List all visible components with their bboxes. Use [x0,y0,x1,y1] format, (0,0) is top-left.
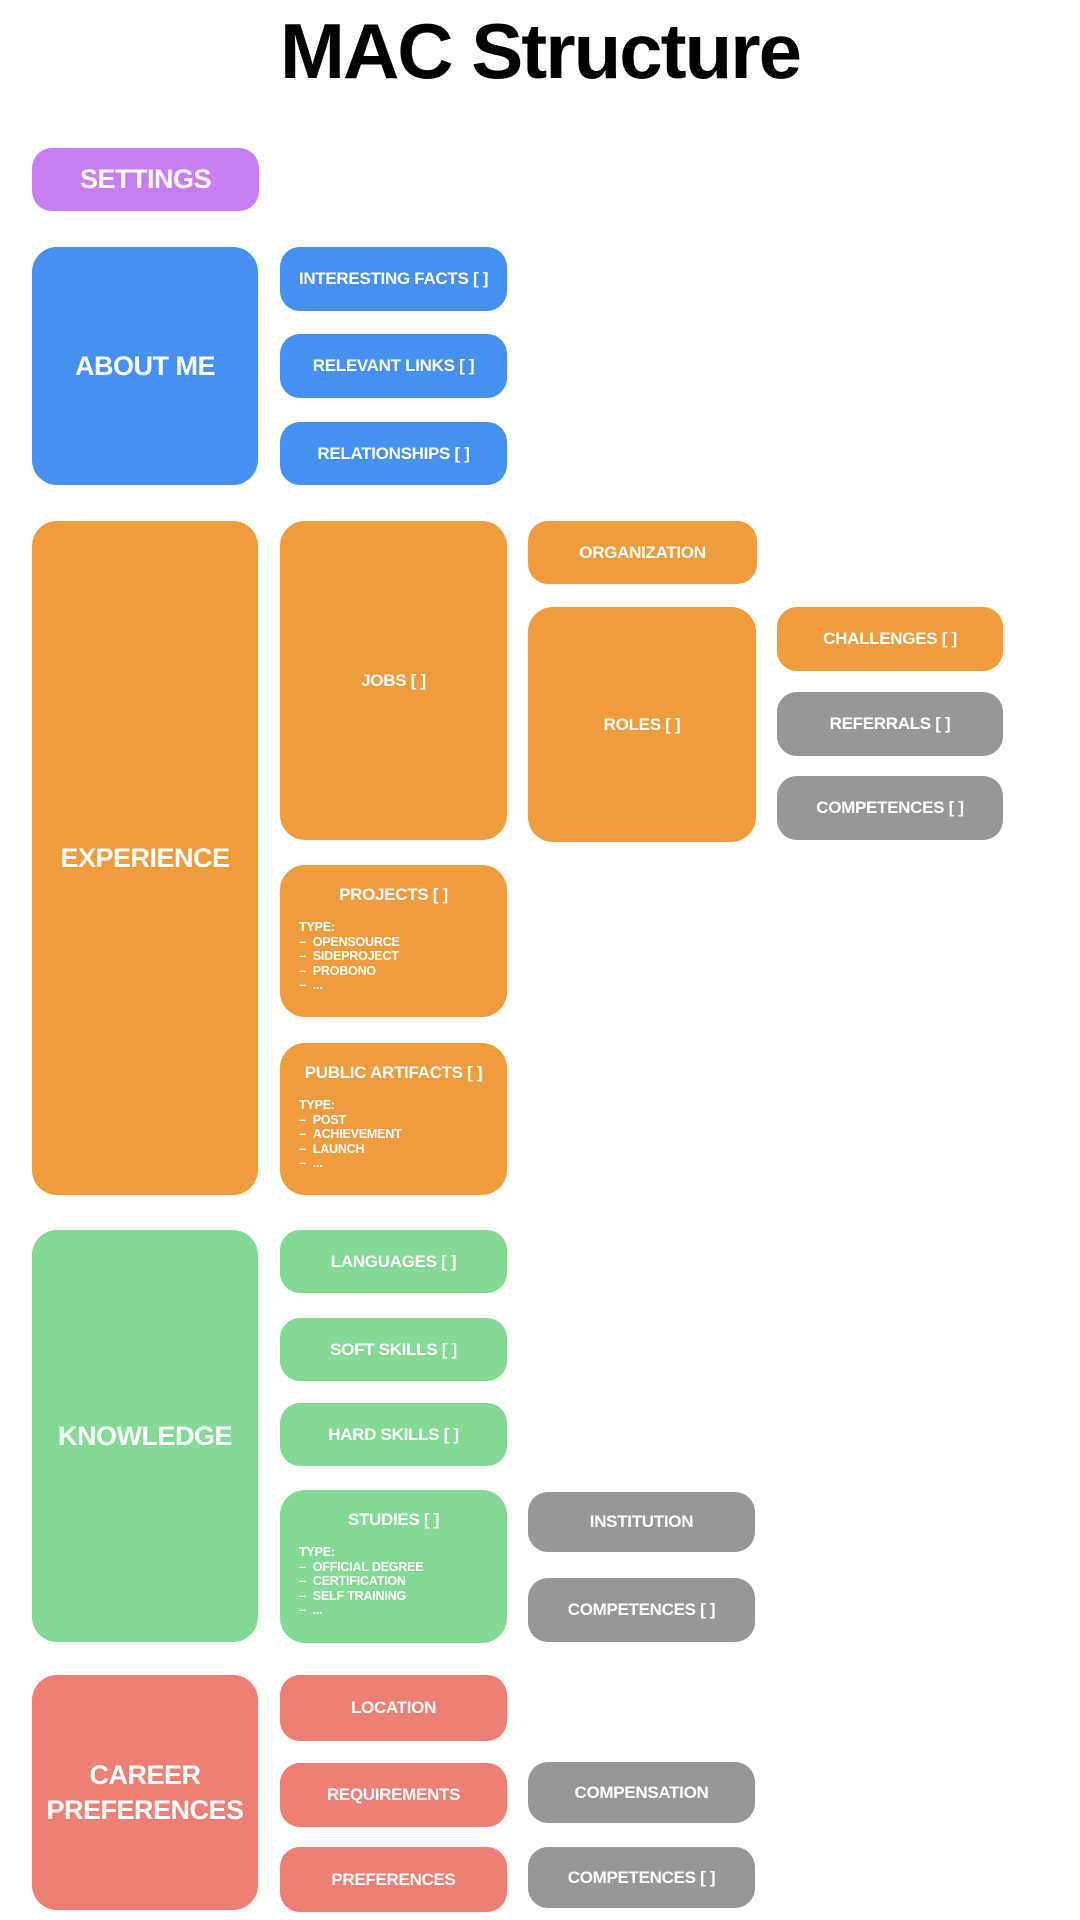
type-heading: TYPE: [299,1545,335,1559]
node-referrals: REFERRALS [ ] [777,692,1003,756]
node-soft-skills: SOFT SKILLS [ ] [280,1318,507,1381]
type-item: –OFFICIAL DEGREE [299,1560,507,1575]
node-languages-label: LANGUAGES [ ] [330,1251,457,1271]
node-competences-roles-label: COMPETENCES [ ] [816,798,964,817]
node-relevant-links-label: RELEVANT LINKS [ ] [312,356,475,375]
node-compensation: COMPENSATION [528,1762,755,1823]
node-about-me: ABOUT ME [32,247,258,485]
node-hard-skills: HARD SKILLS [ ] [280,1403,507,1466]
projects-type-list: TYPE: –OPENSOURCE –SIDEPROJECT –PROBONO … [299,920,507,993]
node-competences-studies-label: COMPETENCES [ ] [567,1600,716,1619]
type-item: –OPENSOURCE [299,935,507,950]
type-item-text: POST [312,1112,346,1127]
node-studies: STUDIES [ ] TYPE: –OFFICIAL DEGREE –CERT… [280,1490,507,1643]
type-item-text: LAUNCH [312,1141,365,1156]
type-item-text: SELF TRAINING [312,1588,406,1603]
node-hard-skills-label: HARD SKILLS [ ] [328,1424,459,1444]
node-jobs: JOBS [ ] [280,521,507,840]
node-preferences-label: PREFERENCES [331,1869,456,1889]
type-item: –ACHIEVEMENT [299,1127,507,1142]
node-soft-skills-label: SOFT SKILLS [ ] [330,1339,457,1359]
node-projects-label: PROJECTS [ ] [339,885,448,904]
node-requirements: REQUIREMENTS [280,1763,507,1827]
node-knowledge-label: KNOWLEDGE [58,1420,233,1451]
node-referrals-label: REFERRALS [ ] [829,714,951,733]
type-item-text: ... [312,1603,323,1617]
type-item: –PROBONO [299,964,507,979]
node-requirements-label: REQUIREMENTS [326,1785,461,1804]
node-career-preferences-label: CAREER PREFERENCES [46,1760,244,1825]
node-career-preferences: CAREER PREFERENCES [32,1675,258,1910]
bullet-dash: – [299,949,306,963]
node-relationships-label: RELATIONSHIPS [ ] [317,443,470,463]
node-institution-label: INSTITUTION [589,1512,694,1531]
type-item-text: ... [312,978,323,992]
type-item: –SELF TRAINING [299,1589,507,1604]
bullet-dash: – [299,963,306,978]
node-competences-roles: COMPETENCES [ ] [777,776,1003,840]
type-item: –CERTIFICATION [299,1574,507,1589]
bullet-dash: – [299,1127,306,1141]
node-studies-label: STUDIES [ ] [347,1510,440,1529]
bullet-dash: – [299,1156,306,1170]
node-roles-label: ROLES [ ] [603,714,681,734]
bullet-dash: – [299,978,306,992]
node-public-artifacts-label: PUBLIC ARTIFACTS [ ] [304,1063,483,1082]
bullet-dash: – [299,1574,306,1588]
node-location: LOCATION [280,1675,507,1741]
node-languages: LANGUAGES [ ] [280,1230,507,1293]
page-title: MAC Structure [279,6,802,95]
node-competences-career-label: COMPETENCES [ ] [567,1867,716,1887]
type-heading: TYPE: [299,920,335,934]
public-artifacts-type-list: TYPE: –POST –ACHIEVEMENT –LAUNCH –... [299,1098,507,1171]
bullet-dash: – [299,934,306,949]
node-institution: INSTITUTION [528,1492,755,1552]
node-experience-label: EXPERIENCE [60,842,230,873]
node-relationships: RELATIONSHIPS [ ] [280,422,507,485]
type-item: –... [299,1156,507,1171]
node-roles: ROLES [ ] [528,607,756,842]
node-compensation-label: COMPENSATION [574,1782,709,1802]
type-item: –... [299,978,507,993]
node-projects: PROJECTS [ ] TYPE: –OPENSOURCE –SIDEPROJ… [280,865,507,1017]
node-about-me-label: ABOUT ME [75,350,216,381]
bullet-dash: – [299,1141,306,1156]
node-interesting-facts-label: INTERESTING FACTS [ ] [298,269,489,288]
type-heading: TYPE: [299,1098,335,1112]
bullet-dash: – [299,1559,306,1574]
node-relevant-links: RELEVANT LINKS [ ] [280,334,507,398]
node-challenges: CHALLENGES [ ] [777,607,1003,671]
node-challenges-label: CHALLENGES [ ] [823,629,957,648]
node-settings: SETTINGS [32,148,259,211]
type-item: –POST [299,1113,507,1128]
node-preferences: PREFERENCES [280,1847,507,1912]
node-location-label: LOCATION [350,1698,437,1717]
node-organization-label: ORGANIZATION [579,542,706,562]
bullet-dash: – [299,1603,306,1617]
node-public-artifacts: PUBLIC ARTIFACTS [ ] TYPE: –POST –ACHIEV… [280,1043,507,1195]
node-competences-career: COMPETENCES [ ] [528,1847,755,1908]
studies-type-list: TYPE: –OFFICIAL DEGREE –CERTIFICATION –S… [299,1545,507,1618]
node-jobs-label: JOBS [ ] [361,670,426,690]
node-interesting-facts: INTERESTING FACTS [ ] [280,247,507,311]
node-settings-label: SETTINGS [79,164,212,195]
type-item-text: SIDEPROJECT [312,949,399,963]
type-item-text: OPENSOURCE [312,934,400,949]
bullet-dash: – [299,1112,306,1127]
type-item-text: ACHIEVEMENT [312,1127,402,1141]
node-competences-studies: COMPETENCES [ ] [528,1578,755,1642]
type-item-text: CERTIFICATION [312,1574,406,1588]
node-experience: EXPERIENCE [32,521,258,1195]
node-organization: ORGANIZATION [528,521,757,584]
type-item-text: ... [312,1156,323,1170]
type-item: –LAUNCH [299,1142,507,1157]
node-knowledge: KNOWLEDGE [32,1230,258,1642]
type-item-text: PROBONO [312,963,376,978]
type-item-text: OFFICIAL DEGREE [312,1559,424,1574]
type-item: –SIDEPROJECT [299,949,507,964]
bullet-dash: – [299,1588,306,1603]
type-item: –... [299,1603,507,1618]
